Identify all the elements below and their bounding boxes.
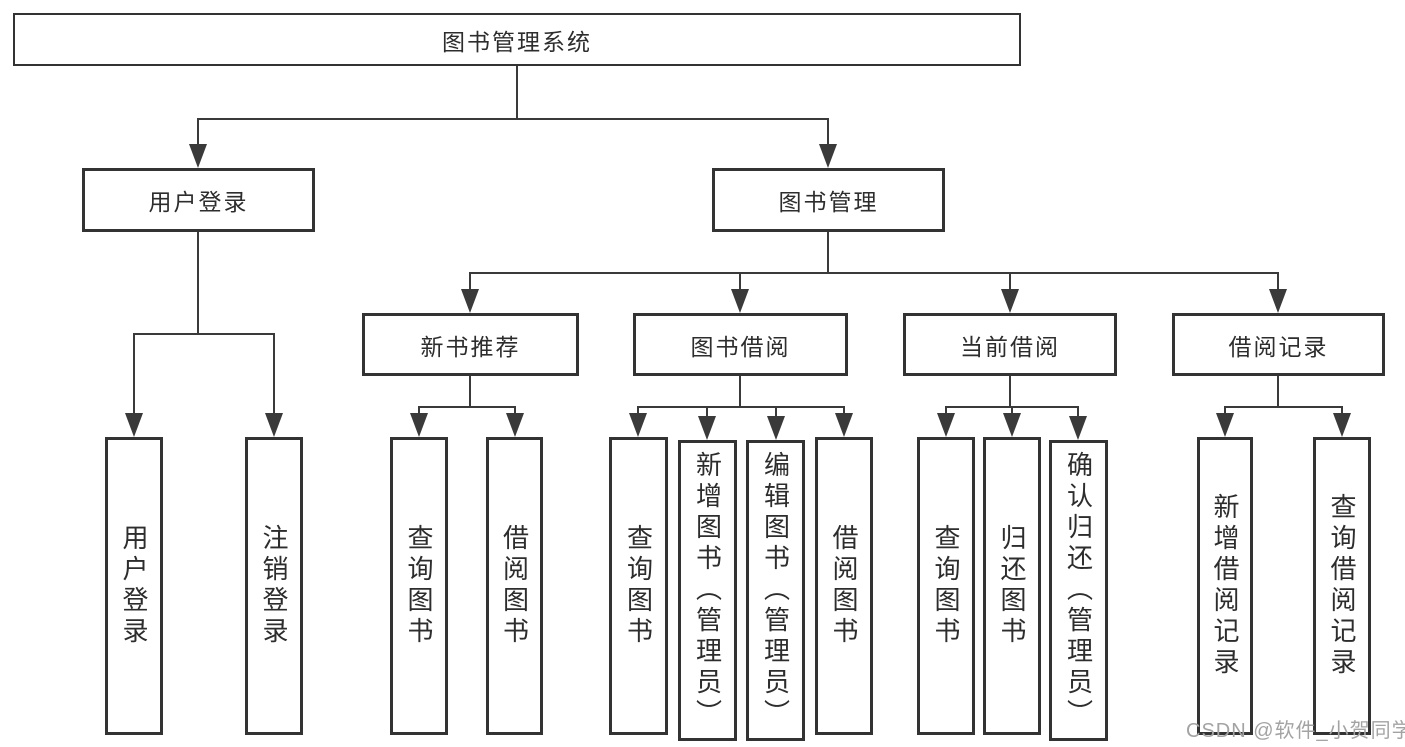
leaf-borrow-books: 借阅图书 (815, 437, 873, 735)
node-book-borrow: 图书借阅 (633, 313, 848, 376)
connector-vline (197, 232, 199, 335)
node-label: 注销登录 (259, 524, 289, 648)
node-borrow-records: 借阅记录 (1172, 313, 1385, 376)
connector-arrow-shaft (827, 119, 829, 146)
csdn-watermark: CSDN @软件_小贺同学 (1186, 720, 1405, 742)
connector-vline (1009, 376, 1011, 408)
node-current-borrow: 当前借阅 (903, 313, 1117, 376)
connector-hline (133, 333, 275, 335)
arrow-head (1003, 413, 1021, 437)
connector-arrow-shaft (418, 407, 420, 415)
node-book-management: 图书管理 (712, 168, 945, 232)
leaf-query-borrow-record: 查询借阅记录 (1313, 437, 1371, 735)
arrow-head (461, 289, 479, 313)
node-user-login: 用户登录 (82, 168, 315, 232)
connector-arrow-shaft (469, 273, 471, 291)
node-label: 用户登录 (119, 524, 149, 648)
connector-arrow-shaft (197, 119, 199, 146)
connector-arrow-shaft (1277, 273, 1279, 291)
node-label: 查询图书 (404, 524, 434, 648)
connector-vline (739, 376, 741, 408)
connector-arrow-shaft (1077, 407, 1079, 418)
arrow-head (731, 289, 749, 313)
connector-arrow-shaft (1224, 407, 1226, 415)
arrow-head (125, 413, 143, 437)
node-label: 用户登录 (148, 189, 249, 215)
node-label: 图书借阅 (690, 333, 791, 360)
arrow-head (506, 413, 524, 437)
leaf-borrow-books: 借阅图书 (486, 437, 543, 735)
node-label: 借阅图书 (499, 524, 530, 648)
node-label: 借阅图书 (829, 524, 859, 648)
node-label: 编辑图书（管理员） (760, 451, 791, 730)
node-label: 当前借阅 (960, 333, 1060, 360)
node-label: 借阅记录 (1228, 333, 1329, 360)
arrow-head (1069, 416, 1087, 440)
node-label: 查询图书 (623, 524, 654, 648)
connector-hline (1224, 406, 1343, 408)
arrow-head (265, 413, 283, 437)
connector-arrow-shaft (637, 407, 639, 415)
arrow-head (698, 416, 716, 440)
node-label: 查询图书 (931, 524, 961, 648)
node-label: 新增图书（管理员） (692, 451, 723, 730)
connector-arrow-shaft (514, 407, 516, 415)
connector-hline (637, 406, 845, 408)
connector-arrow-shaft (273, 334, 275, 415)
arrow-head (629, 413, 647, 437)
leaf-user-login: 用户登录 (105, 437, 163, 735)
connector-arrow-shaft (775, 407, 777, 418)
leaf-return-books: 归还图书 (983, 437, 1041, 735)
connector-arrow-shaft (1341, 407, 1343, 415)
leaf-query-books: 查询图书 (390, 437, 448, 735)
leaf-add-borrow-record: 新增借阅记录 (1197, 437, 1253, 735)
connector-hline (197, 118, 829, 120)
connector-arrow-shaft (133, 334, 135, 415)
node-label: 新增借阅记录 (1210, 493, 1240, 679)
arrow-head (189, 144, 207, 168)
arrow-head (937, 413, 955, 437)
node-label: 图书管理系统 (442, 28, 592, 55)
arrow-head (835, 413, 853, 437)
leaf-edit-books-admin: 编辑图书（管理员） (746, 440, 805, 741)
connector-vline (516, 66, 518, 120)
node-label: 图书管理 (778, 189, 879, 215)
arrow-head (767, 416, 785, 440)
node-new-book-recommend: 新书推荐 (362, 313, 579, 376)
arrow-head (1333, 413, 1351, 437)
connector-arrow-shaft (706, 407, 708, 418)
connector-hline (469, 272, 1279, 274)
node-library-system: 图书管理系统 (13, 13, 1021, 66)
leaf-confirm-return-admin: 确认归还（管理员） (1049, 440, 1108, 741)
connector-arrow-shaft (1011, 407, 1013, 415)
connector-arrow-shaft (1009, 273, 1011, 291)
connector-arrow-shaft (739, 273, 741, 291)
leaf-query-books: 查询图书 (609, 437, 668, 735)
node-label: 确认归还（管理员） (1063, 451, 1094, 730)
node-label: 查询借阅记录 (1327, 493, 1357, 679)
arrow-head (410, 413, 428, 437)
connector-vline (827, 232, 829, 274)
leaf-query-books: 查询图书 (917, 437, 975, 735)
node-label: 归还图书 (997, 524, 1027, 648)
arrow-head (819, 144, 837, 168)
arrow-head (1216, 413, 1234, 437)
connector-vline (469, 376, 471, 408)
connector-arrow-shaft (843, 407, 845, 415)
arrow-head (1001, 289, 1019, 313)
connector-arrow-shaft (945, 407, 947, 415)
leaf-logout: 注销登录 (245, 437, 303, 735)
node-label: 新书推荐 (420, 333, 521, 360)
connector-vline (1277, 376, 1279, 408)
connector-hline (418, 406, 516, 408)
arrow-head (1269, 289, 1287, 313)
leaf-add-books-admin: 新增图书（管理员） (678, 440, 737, 741)
